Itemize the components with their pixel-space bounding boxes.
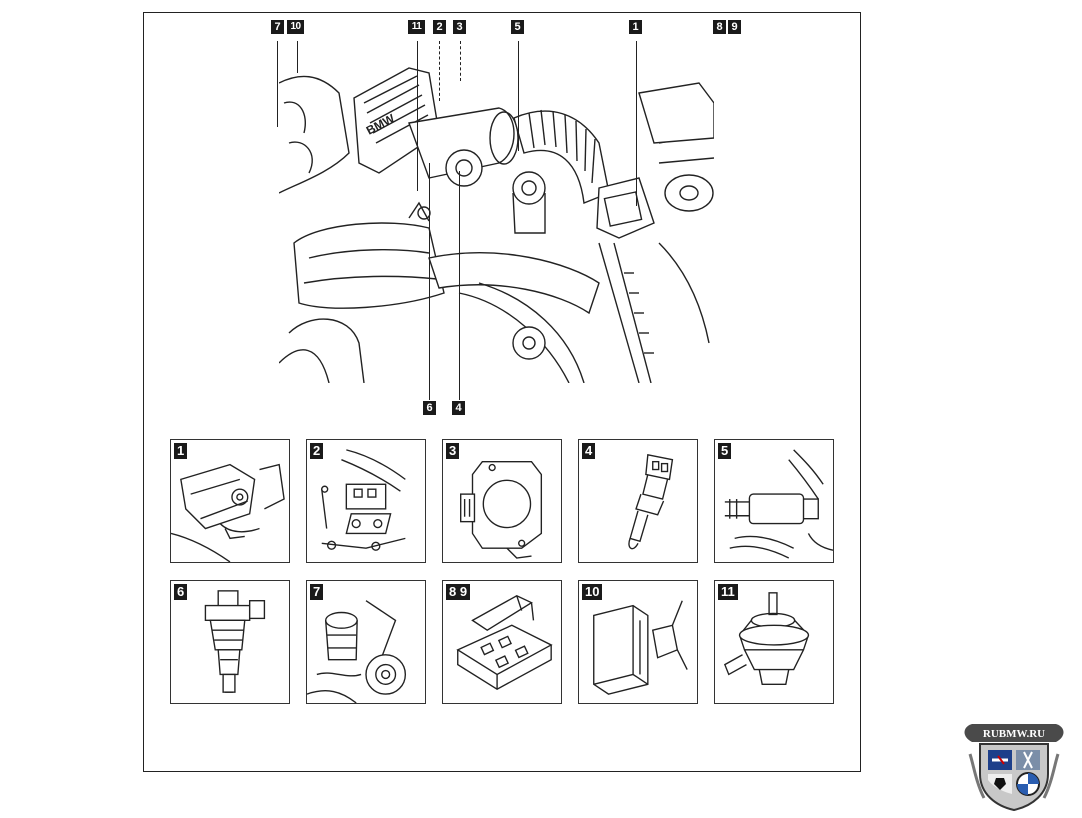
fuel-pump-icon <box>307 600 407 703</box>
callout-8: 8 <box>713 20 726 34</box>
leader-line-7 <box>277 41 278 127</box>
component-number: 7 <box>310 584 324 600</box>
engine-bay-illustration: BMW <box>279 67 714 383</box>
throttle-housing-icon <box>321 449 406 551</box>
callout-4: 4 <box>452 401 465 415</box>
callout-1: 1 <box>629 20 642 34</box>
component-number: 5 <box>718 443 732 459</box>
pressure-regulator-icon <box>723 592 810 685</box>
leader-line-3 <box>460 41 461 81</box>
diagram-frame: BMW <box>143 12 861 772</box>
component-cell-10: 10 <box>578 580 698 704</box>
component-cell-8-9: 8 9 <box>442 580 562 704</box>
component-number: 3 <box>446 443 460 459</box>
component-cell-4: 4 <box>578 439 698 563</box>
component-number: 6 <box>174 584 188 600</box>
component-number: 10 <box>582 584 603 600</box>
callout-9: 9 <box>728 20 741 34</box>
component-cell-2: 2 <box>306 439 426 563</box>
callout-11: 11 <box>408 20 425 34</box>
component-cell-5: 5 <box>714 439 834 563</box>
component-number: 11 <box>718 584 738 600</box>
leader-line-10 <box>297 41 298 73</box>
component-number: 1 <box>174 443 188 459</box>
fuel-injector-icon <box>204 590 266 693</box>
callout-5: 5 <box>511 20 524 34</box>
callout-3: 3 <box>453 20 466 34</box>
logo-text: RUBMW.RU <box>983 728 1045 740</box>
temperature-sensor-icon <box>628 453 674 550</box>
component-number: 4 <box>582 443 596 459</box>
control-unit-icon <box>593 600 688 695</box>
idle-valve-icon <box>724 449 833 559</box>
leader-line-5 <box>518 41 519 151</box>
air-flow-meter-icon <box>171 463 285 562</box>
component-cell-7: 7 <box>306 580 426 704</box>
leader-line-4 <box>459 171 460 400</box>
leader-line-2 <box>439 41 440 101</box>
callout-7: 7 <box>271 20 284 34</box>
leader-line-11 <box>417 41 418 191</box>
component-cell-11: 11 <box>714 580 834 704</box>
component-number: 8 9 <box>446 584 471 600</box>
component-number: 2 <box>310 443 324 459</box>
callout-2: 2 <box>433 20 446 34</box>
bmw-crest-logo-icon: RUBMW.RU <box>964 724 1064 812</box>
callout-6: 6 <box>423 401 436 415</box>
relay-box-icon <box>456 595 553 690</box>
component-cell-6: 6 <box>170 580 290 704</box>
component-cell-1: 1 <box>170 439 290 563</box>
component-cell-3: 3 <box>442 439 562 563</box>
callout-10: 10 <box>287 20 304 34</box>
leader-line-6 <box>429 163 430 400</box>
leader-line-1 <box>636 41 637 206</box>
throttle-switch-icon <box>460 460 543 559</box>
